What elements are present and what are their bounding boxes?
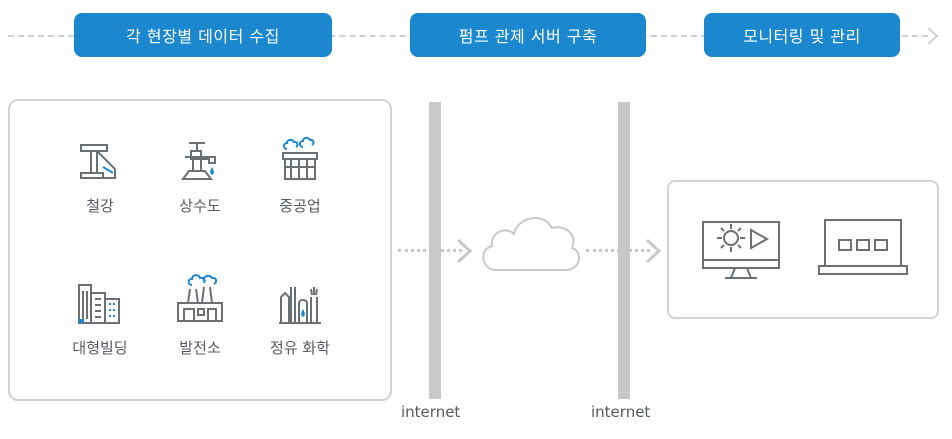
site-refinery: 정유 화학 xyxy=(250,279,350,358)
laptop-icon xyxy=(818,219,908,275)
site-refinery-label: 정유 화학 xyxy=(270,339,330,357)
step-collect-data-label: 각 현장별 데이터 수집 xyxy=(126,27,280,46)
heavy-industry-icon xyxy=(282,136,318,180)
flow-end-chevron-icon xyxy=(927,27,939,45)
water-faucet-icon xyxy=(181,142,216,180)
site-steel: 철강 xyxy=(50,137,150,216)
site-building-label: 대형빌딩 xyxy=(72,339,128,357)
site-building: 대형빌딩 xyxy=(50,279,150,358)
site-steel-label: 철강 xyxy=(86,197,114,215)
monitor-settings-play-icon xyxy=(702,221,780,279)
step-monitoring-label: 모니터링 및 관리 xyxy=(743,27,861,46)
power-plant-icon xyxy=(177,274,223,322)
site-heavy-industry: 중공업 xyxy=(250,133,350,216)
site-water: 상수도 xyxy=(150,137,250,216)
building-icon xyxy=(78,284,120,324)
step-build-server: 펌프 관제 서버 구축 xyxy=(410,13,646,57)
arrow-left-dots xyxy=(398,249,462,252)
monitoring-panel xyxy=(667,180,939,319)
arrow-left-chevron-icon xyxy=(456,238,473,264)
step-monitoring: 모니터링 및 관리 xyxy=(704,13,900,57)
arrow-right-chevron-icon xyxy=(645,238,662,264)
internet-label-right: internet xyxy=(591,403,651,421)
site-water-label: 상수도 xyxy=(179,197,221,215)
internet-label-left: internet xyxy=(401,403,461,421)
step-build-server-label: 펌프 관제 서버 구축 xyxy=(458,27,598,46)
refinery-icon xyxy=(279,287,321,324)
site-heavy-industry-label: 중공업 xyxy=(279,197,321,215)
arrow-right-dots xyxy=(586,249,650,252)
site-power-plant-label: 발전소 xyxy=(179,339,221,357)
field-sites-panel: 철강 상수도 xyxy=(8,99,392,401)
step-collect-data: 각 현장별 데이터 수집 xyxy=(74,13,332,57)
cloud-icon xyxy=(482,217,581,271)
site-power-plant: 발전소 xyxy=(150,269,250,358)
steel-icon xyxy=(80,144,116,179)
